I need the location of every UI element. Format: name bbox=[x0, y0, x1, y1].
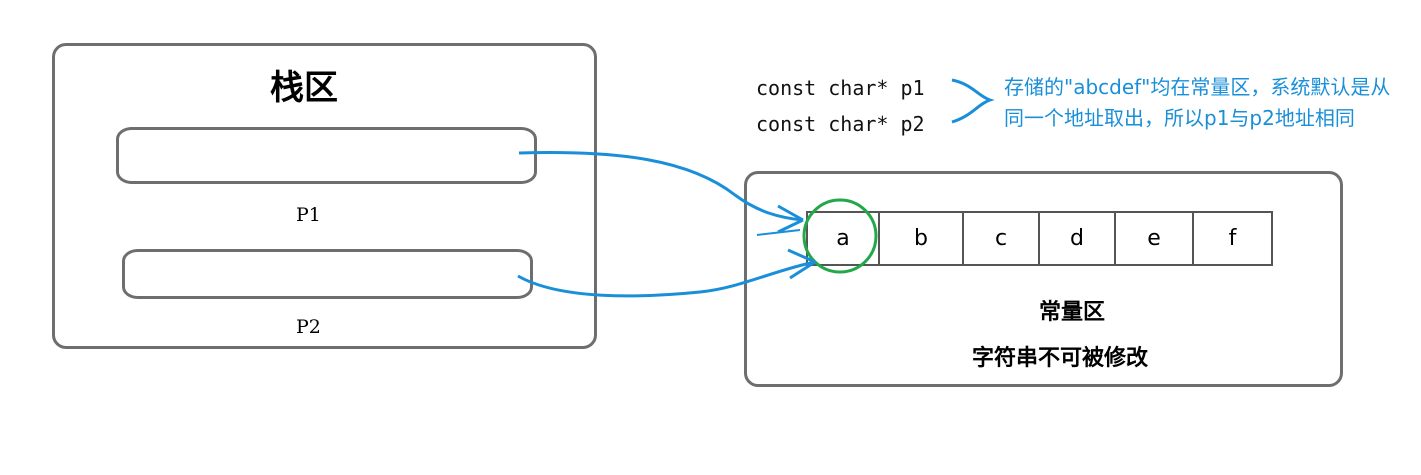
arrow-p1-head bbox=[777, 204, 804, 234]
cell-c: c bbox=[964, 213, 1040, 264]
pointer-p1-slot bbox=[116, 127, 537, 184]
constant-area-title: 常量区 bbox=[1039, 300, 1106, 325]
constant-area-box bbox=[744, 171, 1343, 387]
cell-d: d bbox=[1040, 213, 1116, 264]
pointer-p1-label: P1 bbox=[296, 204, 321, 226]
annotation-note: 存储的"abcdef"均在常量区，系统默认是从同一个地址取出，所以p1与p2地址… bbox=[1004, 75, 1391, 130]
arrow-p1 bbox=[518, 151, 804, 222]
cell-a: a bbox=[808, 213, 880, 264]
cell-b: b bbox=[880, 213, 964, 264]
stack-area-title: 栈区 bbox=[270, 68, 338, 108]
code-line-p1: const char* p1 bbox=[756, 76, 925, 100]
code-line-p2: const char* p2 bbox=[756, 112, 925, 136]
constant-area-subtitle: 字符串不可被修改 bbox=[972, 346, 1149, 371]
arrow-p2 bbox=[517, 260, 816, 298]
pointer-p2-slot bbox=[122, 249, 533, 299]
brace-connector bbox=[951, 78, 995, 124]
cell-e: e bbox=[1116, 213, 1194, 264]
string-cells: a b c d e f bbox=[806, 211, 1273, 266]
cell-f: f bbox=[1228, 226, 1237, 251]
pointer-p2-label: P2 bbox=[296, 316, 321, 338]
arrow-p2-head bbox=[787, 248, 816, 280]
highlight-circle bbox=[802, 198, 878, 274]
stack-area-box bbox=[52, 43, 597, 349]
arrow-p1-tail bbox=[756, 229, 801, 236]
